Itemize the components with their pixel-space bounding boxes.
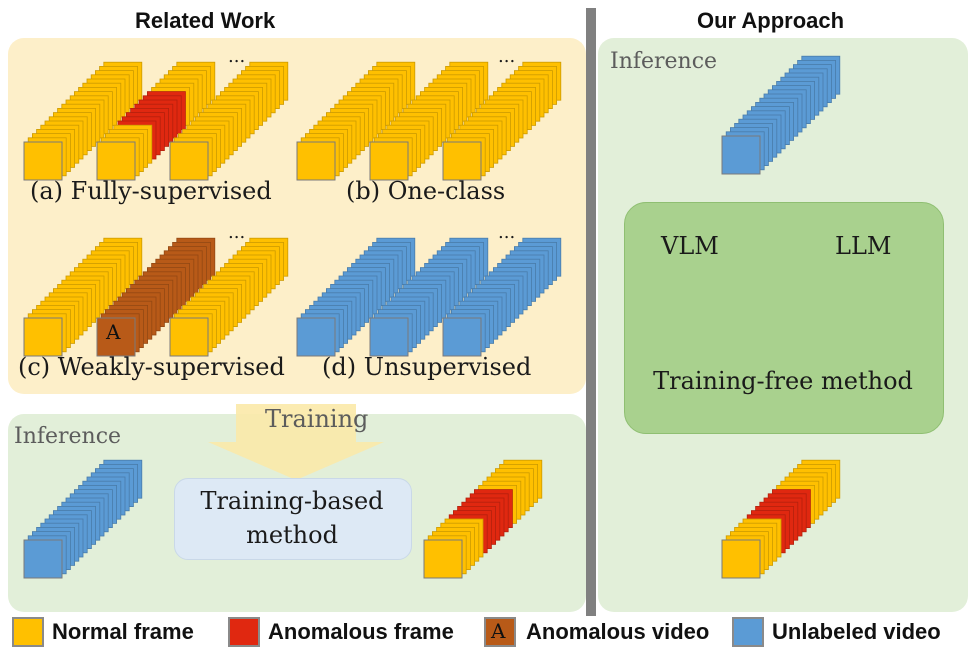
legend-normal-frame-text: Normal frame	[52, 619, 194, 644]
legend-anomalous-video-text: Anomalous video	[526, 619, 710, 644]
right-inference-input	[721, 55, 841, 175]
training-based-method-box	[174, 478, 412, 560]
training-based-method-label: Training-based method	[200, 487, 384, 549]
stack-d-2	[369, 237, 489, 357]
left-inference-label: Inference	[14, 424, 122, 449]
stack-d-3	[442, 237, 562, 357]
stack-a-3	[169, 61, 289, 181]
stack-c-1	[23, 237, 143, 357]
right-inference-label: Inference	[610, 49, 718, 74]
left-inference-input	[23, 459, 143, 579]
stack-b-3	[442, 61, 562, 181]
label-fully-supervised: (a) Fully-supervised	[30, 177, 272, 205]
stack-b-2	[369, 61, 489, 181]
legend-normal-frame-swatch	[12, 617, 44, 647]
ellipsis-d: ...	[498, 222, 516, 243]
label-weakly-supervised: (c) Weakly-supervised	[18, 353, 285, 381]
ellipsis-a: ...	[228, 46, 246, 67]
legend-anomalous-frame-swatch	[228, 617, 260, 647]
right-inference-output	[721, 459, 841, 579]
stack-d-1	[296, 237, 416, 357]
stack-a-2	[96, 61, 216, 181]
stack-c-3	[169, 237, 289, 357]
anomalous-video-letter: A	[106, 320, 121, 344]
related-work-header: Related Work	[135, 8, 276, 33]
legend-anomalous-video-swatch	[484, 617, 516, 647]
legend-unlabeled-video-text: Unlabeled video	[772, 619, 941, 644]
stack-b-1	[296, 61, 416, 181]
vertical-divider	[586, 8, 596, 616]
our-approach-header: Our Approach	[697, 8, 845, 33]
left-inference-output	[423, 459, 543, 579]
vlm-label: VLM	[661, 232, 719, 260]
ellipsis-c: ...	[228, 222, 246, 243]
llm-label: LLM	[835, 232, 892, 260]
label-one-class: (b) One-class	[346, 177, 506, 205]
ellipsis-b: ...	[498, 46, 516, 67]
legend-anomalous-frame-text: Anomalous frame	[268, 619, 454, 644]
label-unsupervised: (d) Unsupervised	[322, 353, 532, 381]
stack-a-1	[23, 61, 143, 181]
training-free-method-label: Training-free method	[653, 367, 913, 395]
stack-c-2	[96, 237, 216, 357]
legend-unlabeled-video-swatch	[732, 617, 764, 647]
training-arrow	[208, 404, 384, 480]
training-free-method-box	[624, 202, 944, 434]
legend-anomalous-video-letter: A	[491, 619, 506, 643]
training-arrow-label: Training	[265, 405, 369, 433]
